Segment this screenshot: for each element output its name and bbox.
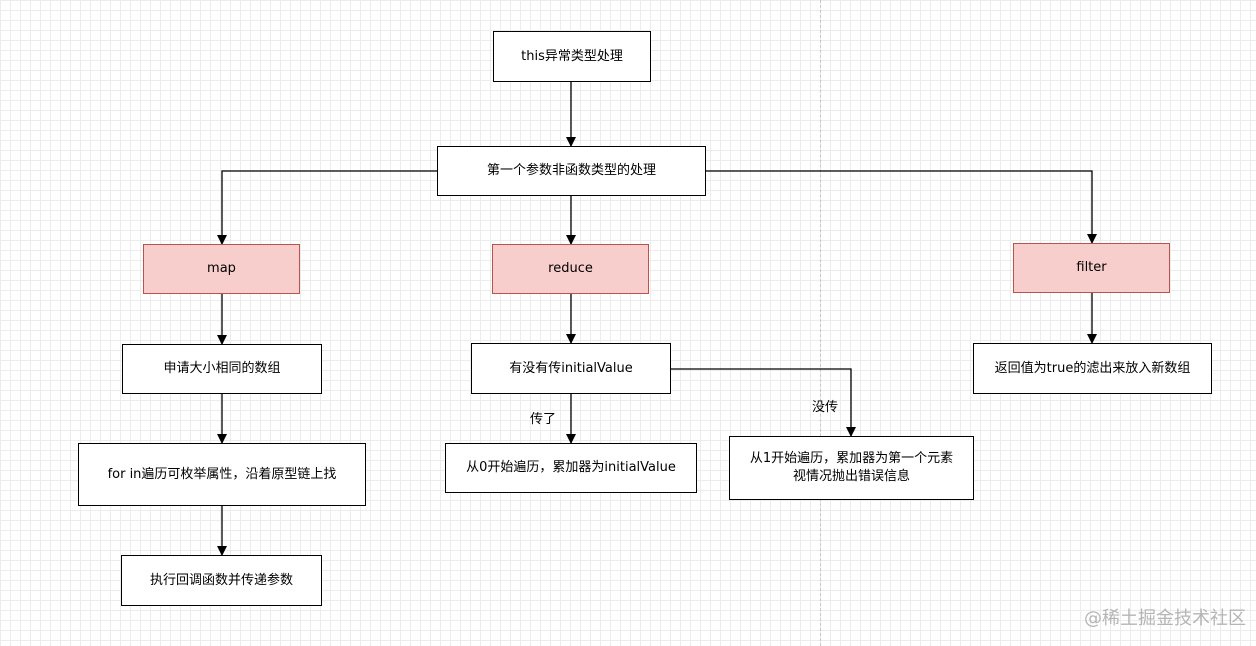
edge-label-not-passed: 没传	[812, 400, 839, 415]
node-map-exec-label: 执行回调函数并传递参数	[149, 572, 293, 588]
node-first-param-label: 第一个参数非函数类型的处理	[486, 163, 656, 178]
node-reduce-without-init: 从1开始遍历，累加器为第一个元素 视情况抛出错误信息	[729, 436, 974, 500]
edge-first-to-filter	[706, 170, 1097, 244]
watermark: @稀土掘金技术社区	[1084, 608, 1246, 629]
node-map-alloc: 申请大小相同的数组	[122, 344, 322, 394]
node-reduce: reduce	[492, 244, 649, 294]
node-map-label: map	[207, 261, 236, 276]
node-reduce-with-init: 从0开始遍历，累加器为initialValue	[445, 443, 697, 493]
node-filter-return: 返回值为true的滤出来放入新数组	[973, 343, 1212, 394]
node-reduce-check: 有没有传initialValue	[471, 343, 671, 394]
edge-check-to-without-init	[671, 368, 856, 437]
node-map: map	[143, 244, 300, 294]
edge-label-passed: 传了	[530, 412, 557, 427]
node-reduce-with-init-label: 从0开始遍历，累加器为initialValue	[466, 460, 676, 475]
node-map-alloc-label: 申请大小相同的数组	[163, 361, 281, 376]
node-filter-return-label: 返回值为true的滤出来放入新数组	[994, 360, 1191, 376]
node-first-param: 第一个参数非函数类型的处理	[437, 146, 706, 196]
page-break-guide	[820, 0, 821, 646]
node-filter-label: filter	[1076, 260, 1107, 275]
node-reduce-label: reduce	[548, 261, 593, 276]
node-map-exec: 执行回调函数并传递参数	[121, 555, 322, 606]
node-reduce-without-init-label: 从1开始遍历，累加器为第一个元素 视情况抛出错误信息	[749, 451, 954, 484]
node-map-for-in: for in遍历可枚举属性，沿着原型链上找	[78, 443, 366, 506]
node-this-type: this异常类型处理	[493, 31, 651, 82]
node-reduce-check-label: 有没有传initialValue	[509, 360, 633, 376]
node-map-for-in-label: for in遍历可枚举属性，沿着原型链上找	[107, 466, 337, 482]
node-filter: filter	[1013, 243, 1170, 293]
edge-first-to-map	[217, 170, 438, 245]
node-this-type-label: this异常类型处理	[521, 48, 623, 64]
